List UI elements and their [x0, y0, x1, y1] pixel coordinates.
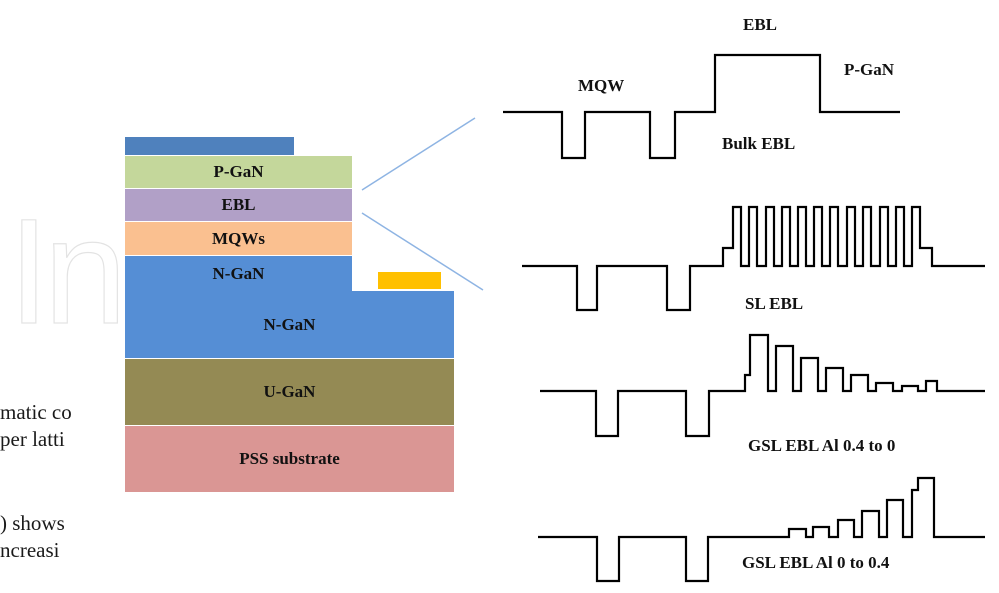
background-text-line-1: matic co: [0, 400, 72, 424]
zoom-line-bottom: [361, 212, 484, 291]
ebl-layer: EBL: [125, 189, 352, 222]
p-gan-top-label: P-GaN: [844, 60, 895, 79]
sl-ebl-profile: [522, 205, 985, 312]
p-gan-label: P-GaN: [213, 162, 264, 181]
background-text-line-2: per latti: [0, 427, 65, 451]
mqws-layer: MQWs: [125, 222, 352, 256]
gsl-ebl-0.4-to-0-profile: [540, 333, 985, 438]
n-gan-lower-layer: N-GaN: [125, 291, 454, 359]
watermark-logo: In: [7, 187, 127, 355]
u-gan-label: U-GaN: [263, 382, 316, 401]
sl-ebl-label: SL EBL: [745, 294, 804, 313]
pss-substrate-layer: PSS substrate: [125, 426, 454, 492]
ebl-label: EBL: [221, 195, 256, 214]
mqw-label: MQW: [578, 76, 625, 95]
background-text-line-3: ) shows: [0, 511, 65, 535]
bulk-ebl-profile: [503, 53, 900, 160]
n-contact-pad: [378, 272, 441, 290]
gsl-ebl-0-to-0.4-profile: [538, 476, 985, 583]
zoom-line-top: [361, 117, 476, 191]
pss-substrate-label: PSS substrate: [239, 449, 340, 468]
u-gan-layer: U-GaN: [125, 359, 454, 426]
p-gan-layer: P-GaN: [125, 156, 352, 189]
n-gan-upper-layer: N-GaN: [125, 256, 352, 292]
bulk-ebl-label: Bulk EBL: [722, 134, 796, 153]
gsl-ebl-0-to-0.4-label: GSL EBL Al 0 to 0.4: [742, 553, 890, 572]
background-text-line-4: ncreasi: [0, 538, 60, 562]
gsl-ebl-0.4-to-0-label: GSL EBL Al 0.4 to 0: [748, 436, 896, 455]
p-contact-layer: [125, 137, 294, 156]
n-gan-lower-label: N-GaN: [263, 314, 316, 334]
ebl-top-label: EBL: [743, 15, 778, 34]
mqws-label: MQWs: [212, 228, 265, 248]
n-gan-upper-label: N-GaN: [212, 264, 265, 283]
